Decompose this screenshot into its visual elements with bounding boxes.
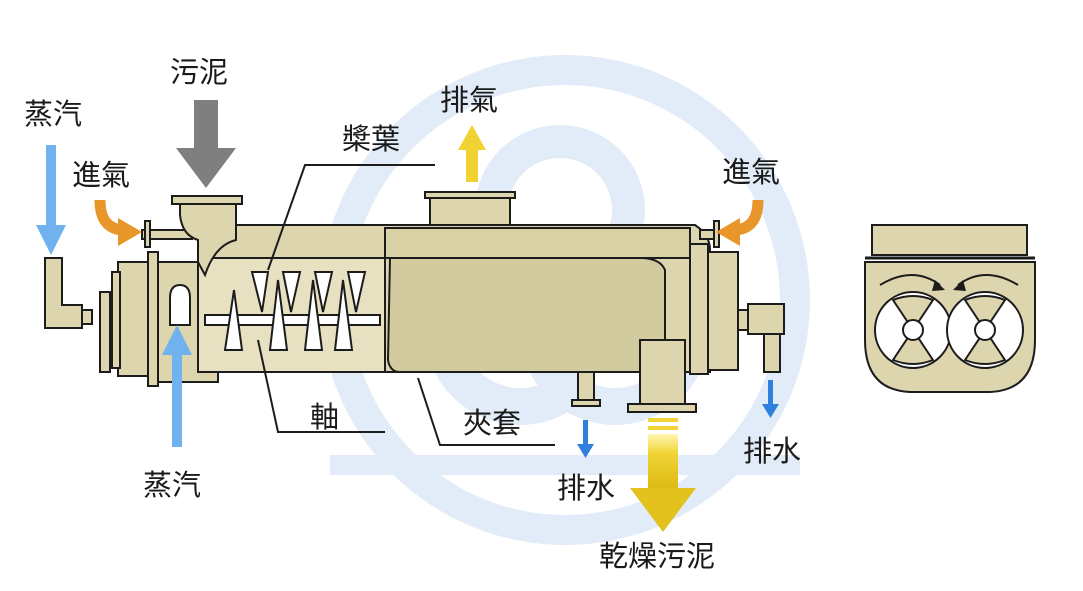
exhaust-outlet — [424, 191, 516, 226]
air-arrow-left — [94, 199, 142, 246]
drain-arrow-center — [577, 420, 594, 458]
shaft-leader-line — [257, 339, 385, 433]
label-jacket: 夾套 — [463, 406, 521, 440]
right-drain-pipe — [747, 303, 785, 373]
paddle-blade — [268, 279, 289, 351]
label-steam-bottom: 蒸汽 — [143, 468, 201, 502]
label-sludge-in: 污泥 — [170, 55, 228, 89]
paddle-leader-line — [267, 164, 435, 271]
left-top-flange — [141, 220, 193, 248]
cross-section-view — [864, 224, 1036, 393]
label-drain-center: 排水 — [557, 471, 615, 505]
steam-arrow-bottom — [162, 325, 192, 447]
drain-stubs — [571, 339, 697, 413]
label-shaft: 軸 — [310, 400, 339, 434]
paddle-blade — [346, 271, 367, 313]
label-paddle: 槳葉 — [342, 122, 400, 156]
label-exhaust: 排氣 — [440, 83, 498, 117]
leader-lines — [257, 164, 555, 446]
air-arrow-right — [716, 199, 764, 246]
paddle-blade — [223, 289, 244, 351]
label-dried-sludge: 乾燥污泥 — [599, 539, 715, 573]
steam-arrow-top-left — [36, 145, 66, 255]
paddles — [223, 271, 367, 351]
label-air-in-left: 進氣 — [72, 158, 130, 192]
sludge-arrow — [176, 100, 236, 188]
label-steam-top-left: 蒸汽 — [24, 97, 82, 131]
drain-arrow-right — [762, 380, 779, 418]
sludge-inlet-hopper — [171, 195, 243, 278]
paddle-blade — [313, 271, 334, 313]
paddle-blade — [281, 271, 302, 313]
label-air-in-right: 進氣 — [722, 155, 780, 189]
exhaust-arrow — [458, 125, 486, 182]
paddle-blade — [250, 271, 270, 313]
paddle-blade — [333, 279, 354, 351]
steam-inlet-window — [169, 283, 191, 326]
paddle-blade — [303, 279, 324, 351]
steam-inlet-pipe — [44, 257, 111, 373]
jacket-leader-line — [417, 377, 555, 446]
label-drain-right: 排水 — [743, 434, 801, 468]
dried-sludge-arrow — [630, 418, 696, 532]
